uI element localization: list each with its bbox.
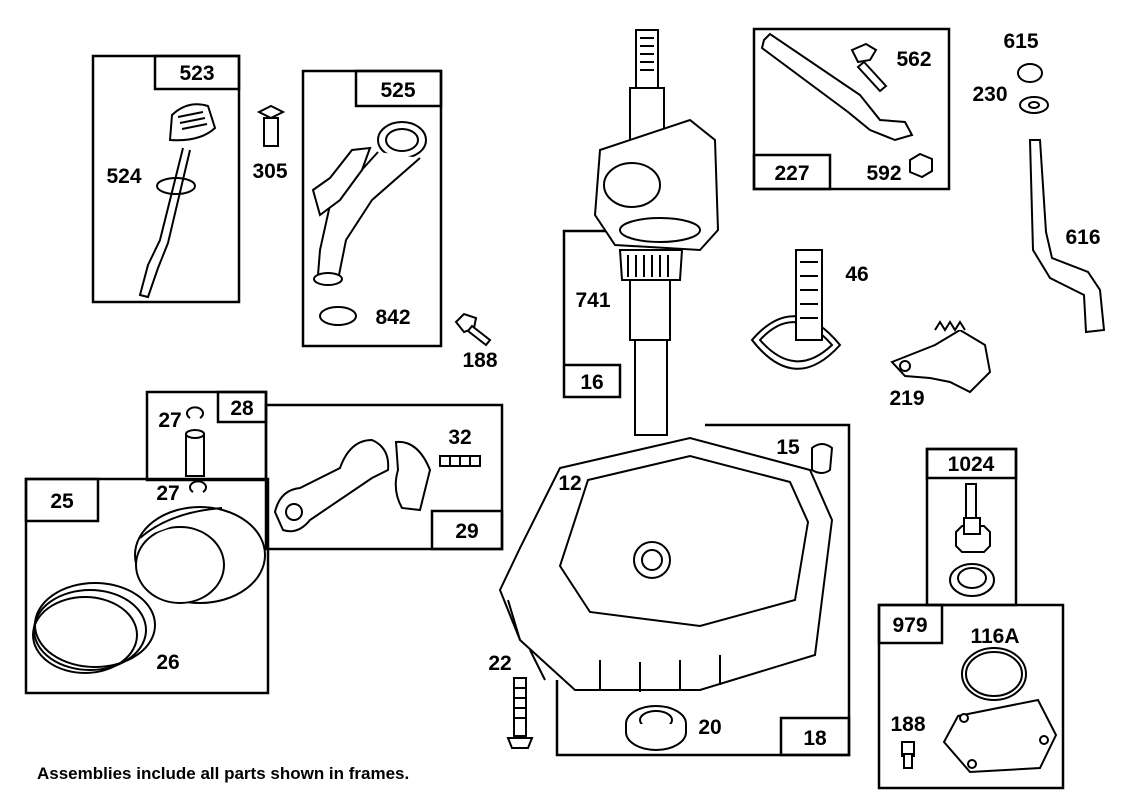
governor-gear-icon (890, 320, 992, 394)
part-label-46: 46 (845, 263, 868, 286)
frame-label-16: 16 (580, 371, 603, 394)
part-label-562: 562 (896, 48, 931, 71)
frame-16 (562, 229, 622, 399)
frame-label-227: 227 (774, 162, 809, 185)
bolt-188-icon (454, 312, 492, 347)
part-label-305: 305 (252, 160, 287, 183)
part-label-616: 616 (1065, 226, 1100, 249)
part-label-230: 230 (972, 83, 1007, 106)
crankshaft-icon (593, 29, 720, 436)
sump-icon (498, 436, 834, 692)
part-label-615: 615 (1003, 30, 1038, 53)
frame-label-979: 979 (892, 614, 927, 637)
part-label-592: 592 (866, 162, 901, 185)
part-label-15: 15 (776, 436, 800, 459)
part-label-116a: 116A (970, 625, 1019, 648)
part-label-219: 219 (889, 387, 924, 410)
camshaft-icon (750, 249, 842, 370)
dipstick-icon (138, 103, 217, 299)
part-label-22: 22 (488, 652, 511, 675)
part-label-26: 26 (156, 651, 179, 674)
frame-label-25: 25 (50, 490, 74, 513)
bolt-22-icon (506, 677, 534, 749)
frame-label-28: 28 (230, 397, 254, 420)
frame-29 (264, 403, 504, 551)
frame-label-29: 29 (455, 520, 478, 543)
frame-979 (877, 603, 1065, 790)
oil-seal-icon (625, 705, 687, 751)
part-label-12: 12 (558, 472, 581, 495)
part-label-188: 188 (462, 349, 497, 372)
oil-fill-tube-icon (311, 121, 427, 286)
piston-icon (134, 506, 266, 604)
frame-label-525: 525 (380, 79, 415, 102)
bolt-305-icon (256, 104, 286, 147)
frame-label-523: 523 (179, 62, 214, 85)
oil-pump-icon (901, 483, 1058, 774)
part-label-842: 842 (375, 306, 410, 329)
governor-shaft-icon (1017, 63, 1106, 334)
frame-label-1024: 1024 (948, 453, 995, 476)
part-label-741: 741 (575, 289, 610, 312)
part-label-27b: 27 (156, 482, 179, 505)
piston-rings-icon (32, 582, 156, 674)
frame-label-18: 18 (803, 727, 827, 750)
frame-25 (24, 477, 270, 695)
piston-pin-icon (185, 406, 207, 493)
governor-lever-icon (760, 32, 933, 179)
part-label-32: 32 (448, 426, 471, 449)
part-label-20: 20 (698, 716, 721, 739)
connecting-rod-icon (273, 438, 481, 533)
frame-227 (752, 27, 951, 191)
footnote: Assemblies include all parts shown in fr… (37, 764, 410, 783)
part-label-188b: 188 (890, 713, 925, 736)
o-ring-842-icon (319, 306, 357, 326)
part-label-27a: 27 (158, 409, 181, 432)
part-label-524: 524 (106, 165, 141, 188)
